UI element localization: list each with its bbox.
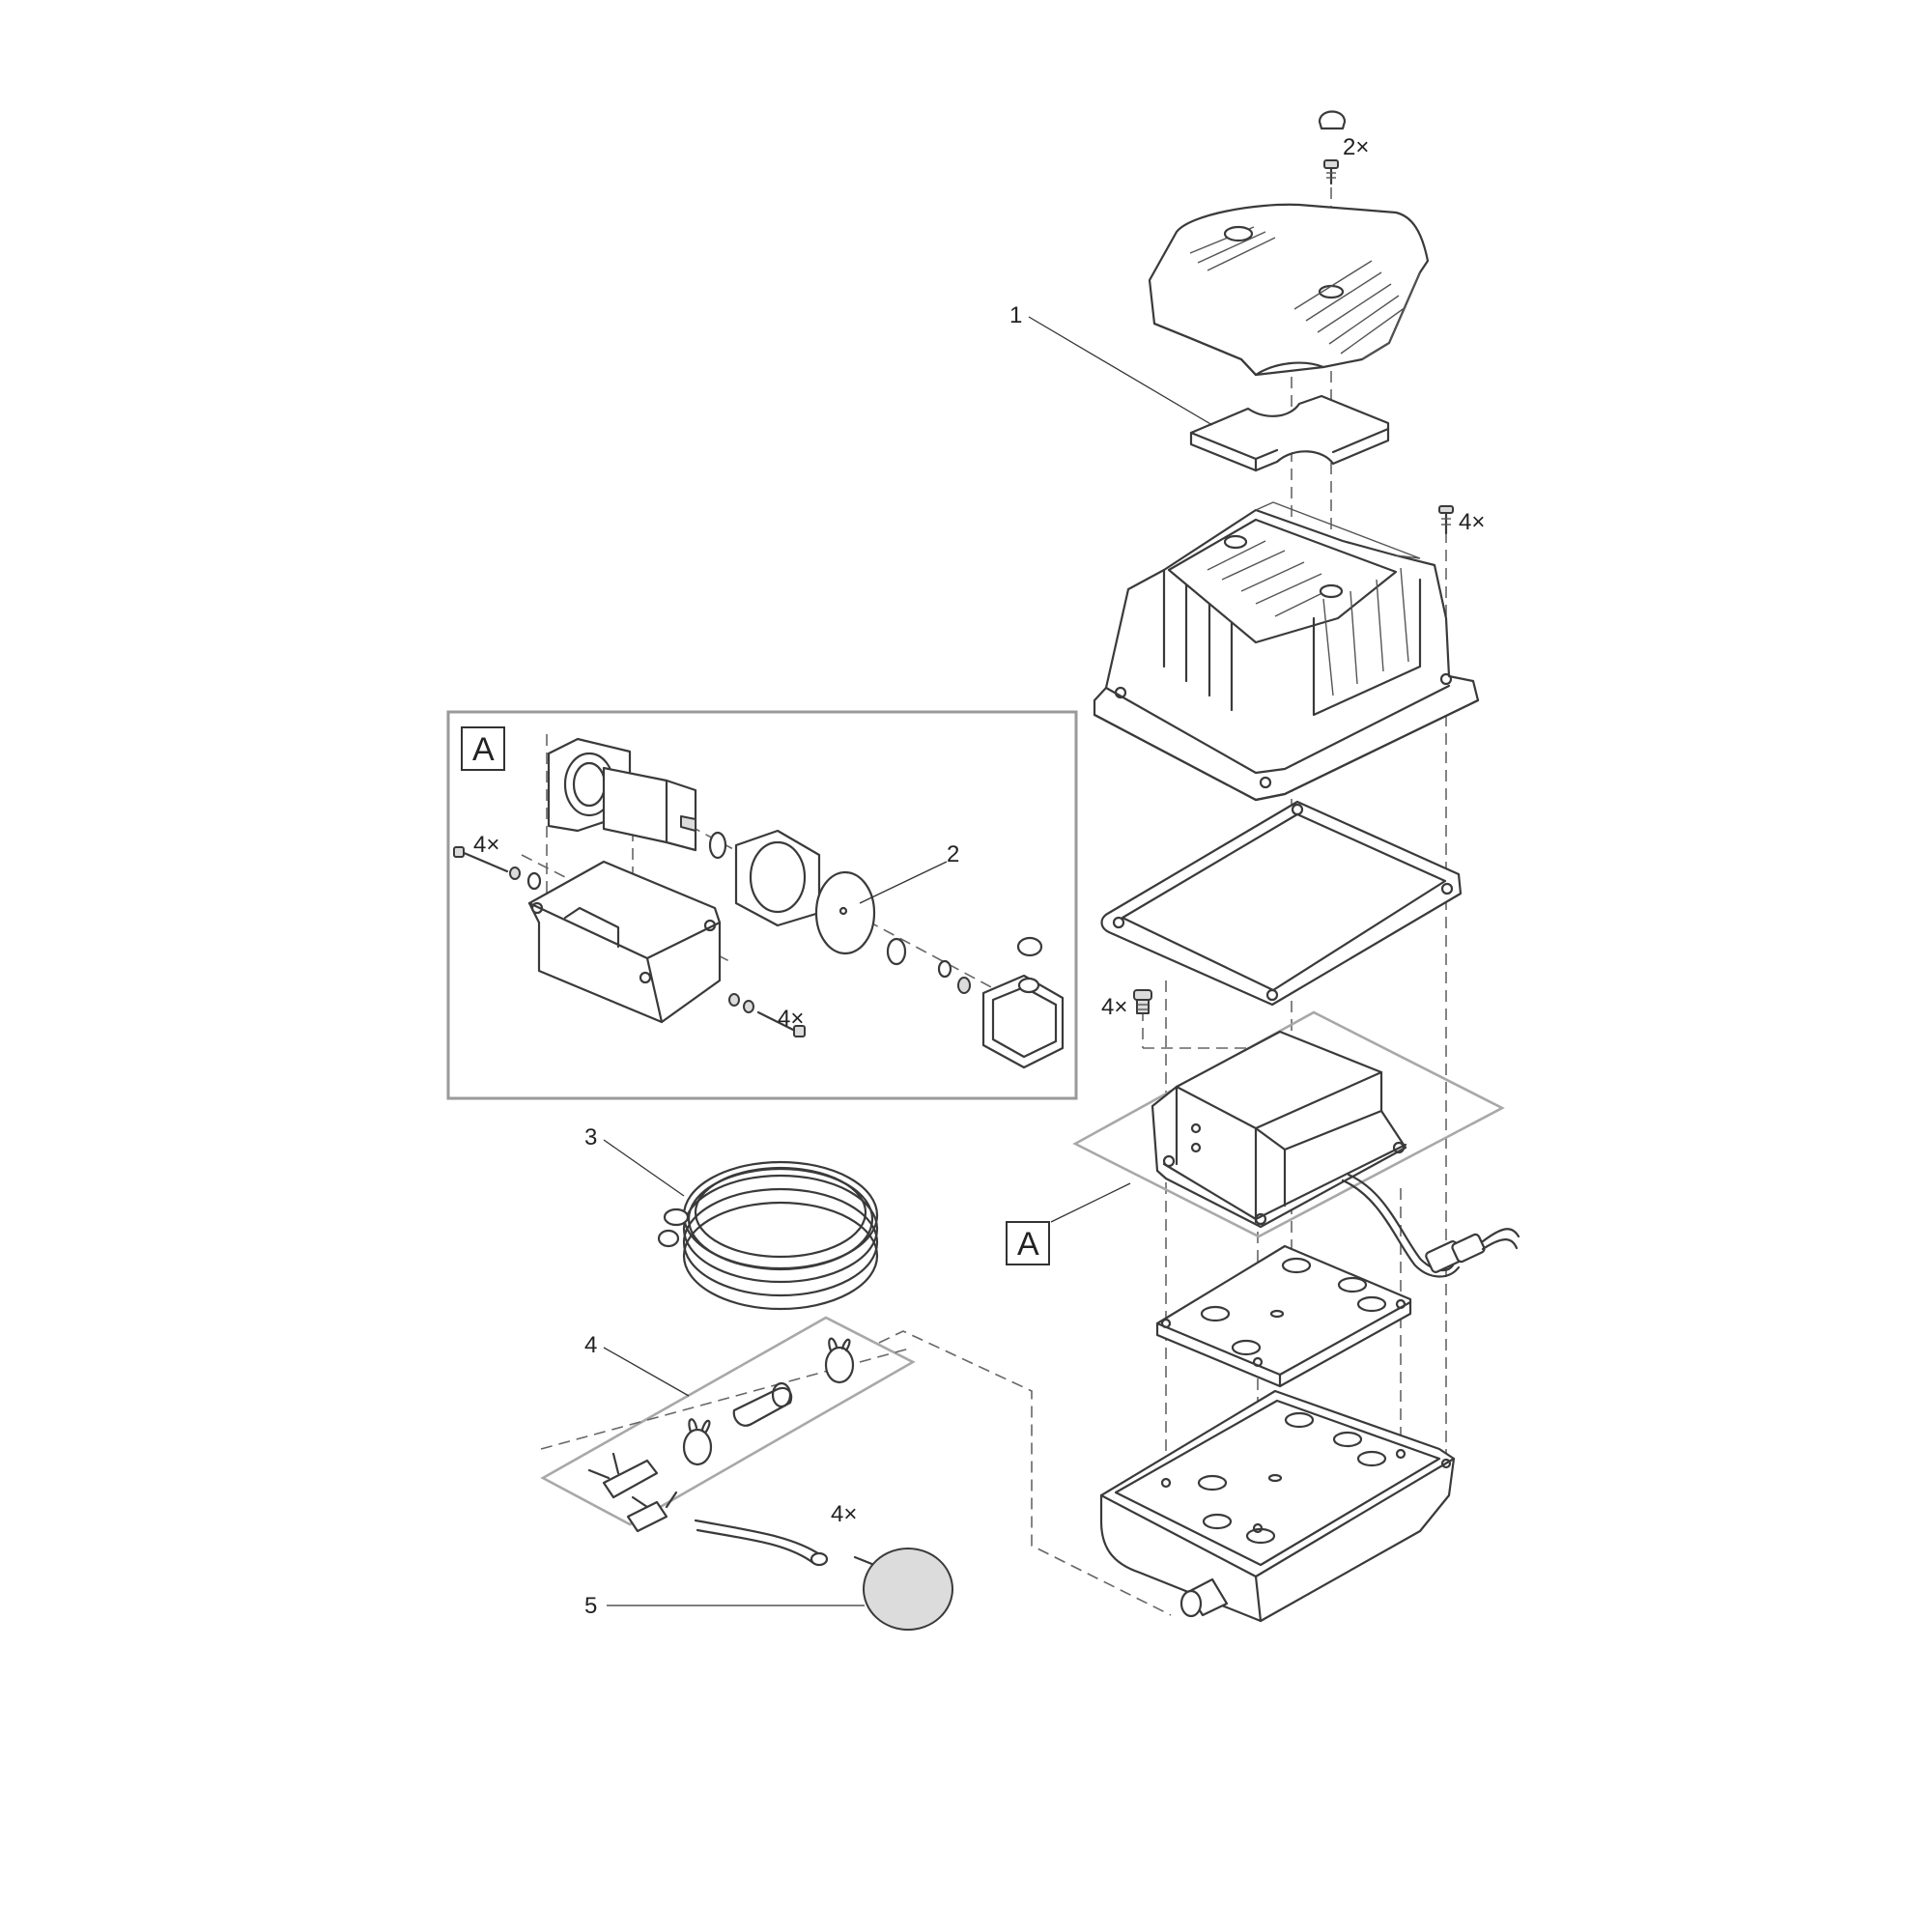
air-stone xyxy=(694,1519,953,1631)
diaphragm xyxy=(814,870,876,955)
pump-head xyxy=(547,737,697,852)
part-3-label: 3 xyxy=(584,1124,597,1151)
upper-housing xyxy=(1093,501,1480,802)
part-4-label: 4 xyxy=(584,1332,597,1358)
qty-top-screw: 2× xyxy=(1343,134,1369,160)
top-cover xyxy=(1148,203,1430,377)
detail-a-label: A xyxy=(472,731,495,768)
detail-a-callout-tag xyxy=(1006,1221,1050,1265)
part-2-label: 2 xyxy=(947,841,959,867)
cap-plug xyxy=(1318,110,1347,130)
side-screw xyxy=(1438,505,1454,535)
pump-base-frame xyxy=(527,860,722,1024)
part-5-label: 5 xyxy=(584,1593,597,1619)
qty-a-left: 4× xyxy=(473,832,499,858)
top-screw xyxy=(1323,159,1339,185)
qty-a-right: 4× xyxy=(778,1006,804,1032)
pump-valve-plate xyxy=(734,829,821,927)
qty-air-stone: 4× xyxy=(831,1501,857,1527)
filter-pad xyxy=(1189,394,1390,472)
motor-unit xyxy=(1072,1010,1520,1278)
detail-a-tag xyxy=(461,726,505,771)
pump-screws xyxy=(453,846,806,1037)
qty-motor-screw: 4× xyxy=(1101,994,1127,1020)
pump-o-ring xyxy=(708,831,727,860)
fittings-set xyxy=(540,1316,916,1533)
hose-coil xyxy=(657,1160,879,1311)
motor-screw xyxy=(1133,989,1152,1014)
qty-side-screw: 4× xyxy=(1459,509,1485,535)
part-1-label: 1 xyxy=(1009,302,1022,328)
base-tray xyxy=(1099,1389,1456,1623)
detail-a-callout: A xyxy=(1017,1226,1039,1263)
pump-small-parts xyxy=(886,936,1043,994)
gasket xyxy=(1100,800,1463,1007)
detail-a-frame xyxy=(446,710,1078,1100)
rubber-mat xyxy=(1155,1244,1412,1388)
pump-side-cover xyxy=(981,974,1065,1069)
